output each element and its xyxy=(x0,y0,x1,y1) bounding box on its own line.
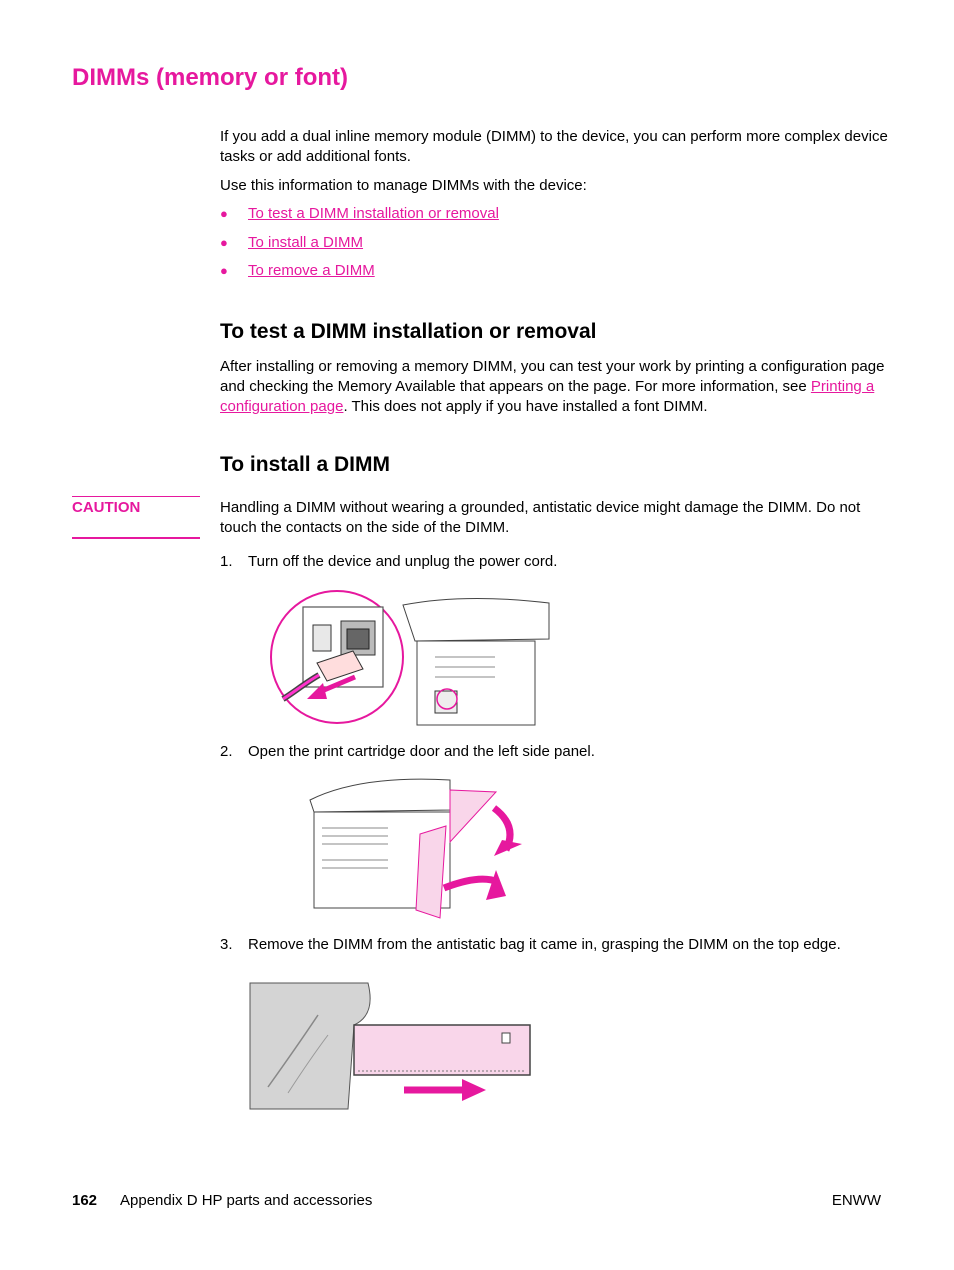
remove-dimm-from-bag-illustration xyxy=(249,982,531,1110)
step-1: 1. Turn off the device and unplug the pow… xyxy=(220,552,900,572)
step-number: 3. xyxy=(220,936,233,953)
step-number: 1. xyxy=(220,553,233,570)
test-text-after: . This does not apply if you have instal… xyxy=(343,398,708,415)
unplug-power-cord-illustration xyxy=(270,590,550,726)
caution-label: CAUTION xyxy=(72,499,141,516)
page-title: DIMMs (memory or font) xyxy=(72,64,348,91)
list-item: ● To remove a DIMM xyxy=(220,261,499,290)
bullet-icon: ● xyxy=(220,234,228,250)
step-2: 2. Open the print cartridge door and the … xyxy=(220,742,900,762)
page-number: 162 xyxy=(72,1192,98,1209)
test-paragraph: After installing or removing a memory DI… xyxy=(220,357,890,417)
footer-section: Appendix D HP parts and accessories xyxy=(120,1192,373,1209)
link-test-dimm[interactable]: To test a DIMM installation or removal xyxy=(248,205,499,222)
heading-test-dimm: To test a DIMM installation or removal xyxy=(220,320,597,343)
heading-install-dimm: To install a DIMM xyxy=(220,453,390,476)
step-3: 3. Remove the DIMM from the antistatic ba… xyxy=(220,935,900,955)
intro-lead-in: Use this information to manage DIMMs wit… xyxy=(220,177,587,194)
test-text-before: After installing or removing a memory DI… xyxy=(220,358,885,395)
list-item: ● To install a DIMM xyxy=(220,233,499,262)
link-printing-config-page[interactable]: Printing a configuration page xyxy=(220,378,875,415)
caution-text: Handling a DIMM without wearing a ground… xyxy=(220,499,861,536)
list-item: ● To test a DIMM installation or removal xyxy=(220,204,499,233)
link-remove-dimm[interactable]: To remove a DIMM xyxy=(248,262,375,279)
step-text: Remove the DIMM from the antistatic bag … xyxy=(248,936,841,953)
footer-right-label: ENWW xyxy=(831,1192,881,1209)
step-number: 2. xyxy=(220,743,233,760)
step-text: Turn off the device and unplug the power… xyxy=(248,553,558,570)
open-side-panel-illustration xyxy=(309,778,522,919)
caution-divider-top xyxy=(72,496,200,497)
topic-link-list: ●To test a DIMM installation or removal … xyxy=(220,204,499,290)
intro-paragraph: If you add a dual inline memory module (… xyxy=(220,128,888,165)
step-text: Open the print cartridge door and the le… xyxy=(248,743,595,760)
bullet-icon: ● xyxy=(220,263,228,278)
link-install-dimm[interactable]: To install a DIMM xyxy=(248,233,364,251)
caution-divider-bottom xyxy=(72,537,200,539)
bullet-icon: ● xyxy=(220,206,228,221)
